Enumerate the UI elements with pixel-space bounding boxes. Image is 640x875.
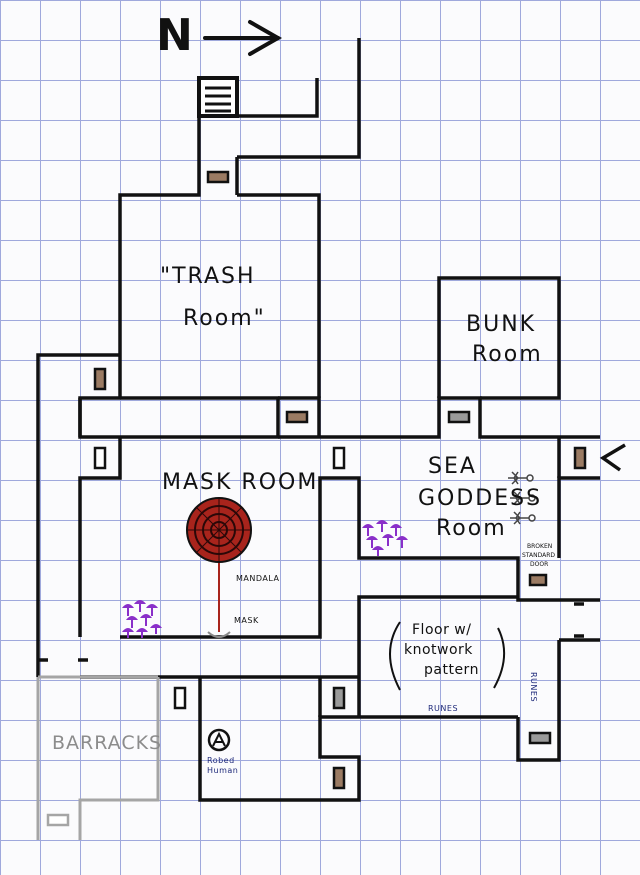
note-floor: knotwork — [404, 642, 473, 658]
room-label-sea-goddess: GODDESS — [418, 486, 543, 511]
door — [573, 446, 587, 470]
body-icon — [508, 471, 536, 525]
note-robed-human: Robed — [207, 756, 235, 765]
room-label-sea-goddess: SEA — [428, 454, 477, 479]
fungus-icon — [362, 520, 408, 556]
north-arrow-icon — [203, 20, 283, 56]
room-label-mask: MASK ROOM — [162, 470, 319, 495]
door — [528, 573, 548, 587]
note-broken-door: STANDARD — [522, 552, 556, 559]
compass-letter: N — [156, 10, 193, 61]
door — [93, 446, 107, 470]
note-runes: RUNES — [428, 704, 459, 713]
robed-human-icon — [207, 728, 231, 752]
room-label-trash: "TRASH — [160, 264, 256, 289]
fungus-icon — [122, 600, 162, 638]
dungeon-walls — [36, 38, 626, 802]
note-floor: pattern — [424, 662, 479, 678]
door — [332, 686, 346, 710]
barracks-walls — [36, 675, 160, 840]
door — [332, 766, 346, 790]
note-floor: Floor w/ — [412, 622, 472, 638]
note-runes: RUNES — [529, 672, 538, 703]
knotwork-bracket — [389, 621, 506, 691]
room-label-bunk: BUNK — [466, 312, 537, 337]
door — [93, 367, 107, 391]
room-label-barracks: BARRACKS — [52, 732, 163, 754]
door — [46, 813, 70, 827]
door — [528, 731, 552, 745]
note-robed-human: Human — [207, 766, 239, 775]
door — [206, 170, 230, 184]
mask-icon — [207, 631, 231, 638]
room-label-sea-goddess: Room — [436, 516, 507, 541]
room-label-bunk: Room — [472, 342, 543, 367]
door — [332, 446, 346, 470]
stairs-icon — [197, 76, 239, 118]
note-mandala: MANDALA — [236, 574, 280, 583]
note-mask: MASK — [234, 616, 259, 625]
room-label-trash: Room" — [183, 306, 266, 331]
door — [285, 410, 309, 424]
note-broken-door: DOOR — [530, 561, 549, 568]
mandala-icon — [186, 497, 252, 632]
door — [173, 686, 187, 710]
note-broken-door: BROKEN — [527, 543, 553, 550]
door — [447, 410, 471, 424]
doors — [46, 170, 587, 827]
